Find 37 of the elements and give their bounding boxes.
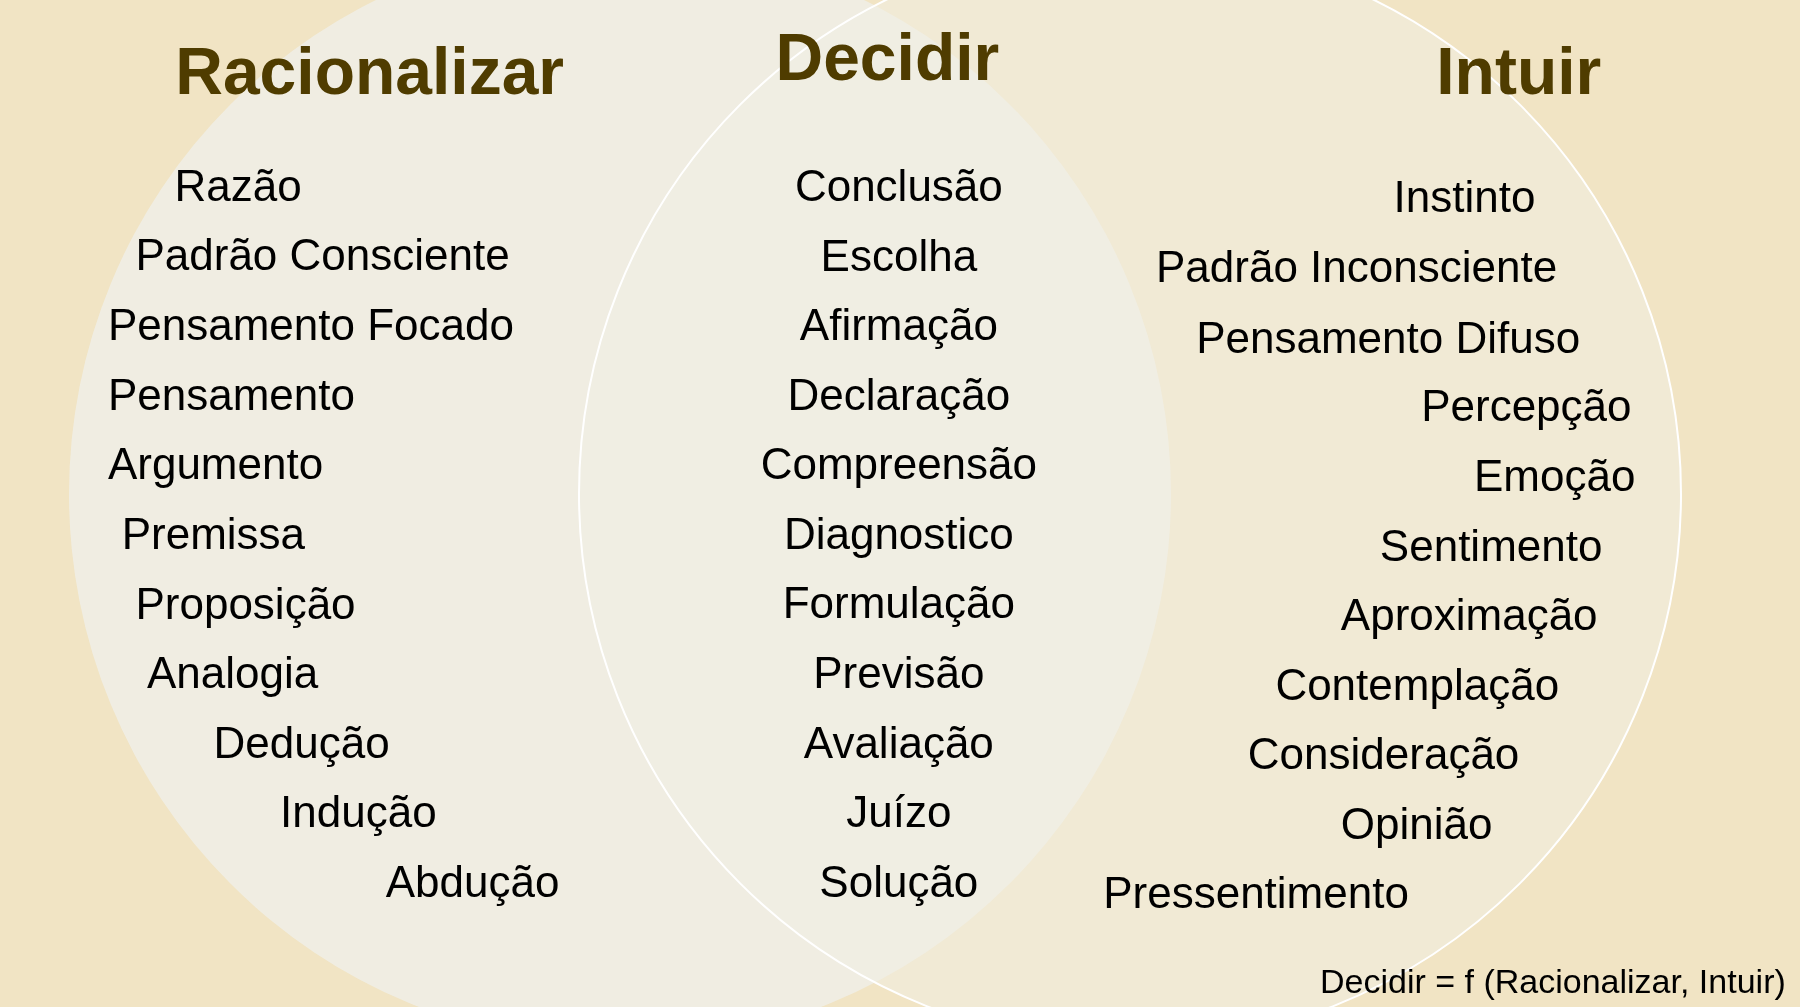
term-text: Premissa [121,511,306,556]
term-text: Avaliação [803,720,994,765]
term-text: Sentimento [1379,524,1603,569]
term-text: Emoção [1473,454,1636,499]
term-text: Argumento [107,441,324,486]
term-text: Previsão [813,650,985,695]
term-text: Padrão Inconsciente [1156,245,1558,290]
formula-text: Decidir = f (Racionalizar, Intuir) [1320,962,1786,1001]
circle-title: Racionalizar [175,38,565,105]
term-text: Pensamento [107,372,355,417]
term-text: Contemplação [1275,663,1560,708]
term-text: Conclusão [794,163,1003,208]
term-text: Consideração [1247,732,1520,777]
term-text: Aproximação [1340,593,1598,638]
term-text: Afirmação [799,303,998,348]
term-text: Escolha [820,233,978,278]
term-text: Opinião [1340,802,1493,847]
term-text: Padrão Consciente [135,232,510,277]
term-text: Proposição [135,581,356,626]
term-text: Compreensão [760,442,1038,487]
term-text: Indução [280,789,437,834]
term-text: Diagnostico [783,511,1014,556]
term-text: Formulação [782,581,1015,626]
term-text: Declaração [787,372,1011,417]
term-text: Analogia [146,650,319,695]
term-text: Pressentimento [1103,871,1409,916]
term-text: Pensamento Difuso [1196,315,1581,360]
circle-title: Intuir [1436,38,1602,105]
term-text: Juízo [846,790,952,835]
term-text: Abdução [385,859,560,904]
term-text: Instinto [1393,175,1536,220]
term-text: Pensamento Focado [107,302,514,347]
circle-title: Decidir [775,24,1000,91]
term-text: Percepção [1421,384,1632,429]
term-text: Solução [819,859,979,904]
term-text: Dedução [213,720,390,765]
term-text: Razão [174,163,302,208]
